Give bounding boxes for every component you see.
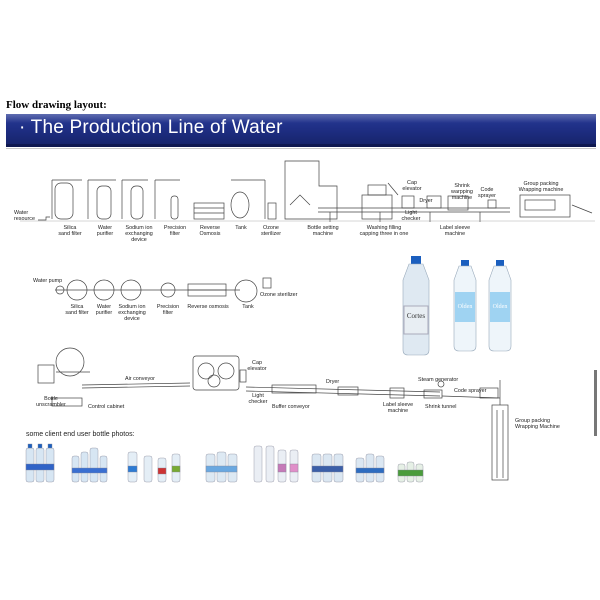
banner-glow bbox=[6, 114, 596, 123]
section2-equipment bbox=[55, 277, 272, 303]
label-cap-elevator-2: Cap elevator bbox=[247, 360, 267, 372]
label-reverse-osmosis-2: Reverse osmosis bbox=[187, 304, 229, 310]
label-tank-2: Tank bbox=[242, 304, 254, 310]
brand-olden-1: Olden bbox=[458, 304, 473, 310]
label-sodium-ion-2: Sodium ion exchanging device bbox=[118, 304, 146, 322]
label-label-sleeve: Label sleeve machine bbox=[439, 225, 471, 237]
banner-title: · The Production Line of Water bbox=[19, 117, 283, 138]
label-water-purifier-2: Water purifier bbox=[95, 304, 113, 316]
label-light-checker-2: Light checker bbox=[248, 393, 268, 405]
title-banner: · The Production Line of Water bbox=[6, 114, 596, 147]
section1-equipment bbox=[20, 160, 595, 222]
label-dryer-2: Dryer bbox=[326, 379, 340, 385]
label-buffer-conveyor: Buffer conveyor bbox=[272, 404, 310, 410]
layout-heading: Flow drawing layout: bbox=[6, 99, 107, 111]
label-ozone-sterilizer: Ozone sterilizer bbox=[260, 225, 282, 237]
label-bottle-unscrambler: Bottle unscrambler bbox=[36, 396, 66, 408]
label-group-packing-2: Group packing Wrapping Machine bbox=[515, 418, 560, 430]
label-silica-sand-filter: Silica sand filter bbox=[58, 225, 82, 237]
label-washing-filling-capping: Washing filling capping three in one bbox=[359, 225, 409, 237]
label-shrink-tunnel: Shrink tunnel bbox=[425, 404, 457, 410]
brand-cortes: Cortes bbox=[407, 312, 426, 320]
label-steam-generator: Steam generator bbox=[418, 377, 459, 383]
label-ozone-sterilizer-2: Ozone sterilizer bbox=[260, 292, 298, 298]
photo-caption: some client end user bottle photos: bbox=[26, 431, 135, 438]
client-bottle-photos bbox=[25, 443, 424, 483]
label-reverse-osmosis: Reverse Osmosis bbox=[199, 225, 221, 237]
label-water-purifier: Water purifier bbox=[96, 225, 114, 237]
label-dryer: Dryer bbox=[419, 198, 433, 204]
label-code-sprayer-2: Code sprayer bbox=[454, 388, 487, 394]
divider-line bbox=[6, 148, 596, 149]
label-control-cabinet: Control cabinet bbox=[88, 404, 125, 410]
label-tank: Tank bbox=[235, 225, 247, 231]
label-code-sprayer: Code sprayer bbox=[478, 187, 496, 199]
label-sodium-ion: Sodium ion exchanging device bbox=[125, 225, 153, 243]
label-air-conveyor: Air conveyor bbox=[125, 376, 155, 382]
brand-olden-2: Olden bbox=[493, 304, 508, 310]
label-label-sleeve-2: Label sleeve machine bbox=[382, 402, 414, 414]
label-shrink-wrapping: Shrink warpping machine bbox=[451, 183, 473, 201]
scrollbar[interactable] bbox=[594, 370, 597, 436]
label-light-checker: Light checker bbox=[401, 210, 421, 222]
label-precision-filter-2: Precision filter bbox=[156, 304, 180, 316]
label-group-packing: Group packing Wrapping machine bbox=[518, 181, 564, 193]
label-water-resource: Water resource bbox=[14, 210, 35, 222]
label-silica-sand-filter-2: Silica sand filter bbox=[65, 304, 89, 316]
label-water-pump: Water pump bbox=[33, 278, 63, 284]
large-bottles-photo: Cortes Olden Olden bbox=[402, 256, 512, 356]
section3-equipment bbox=[37, 347, 509, 481]
label-cap-elevator: Cap elevator bbox=[402, 180, 422, 192]
label-precision-filter: Precision filter bbox=[163, 225, 187, 237]
label-bottle-setting: Bottle setting machine bbox=[307, 225, 339, 237]
